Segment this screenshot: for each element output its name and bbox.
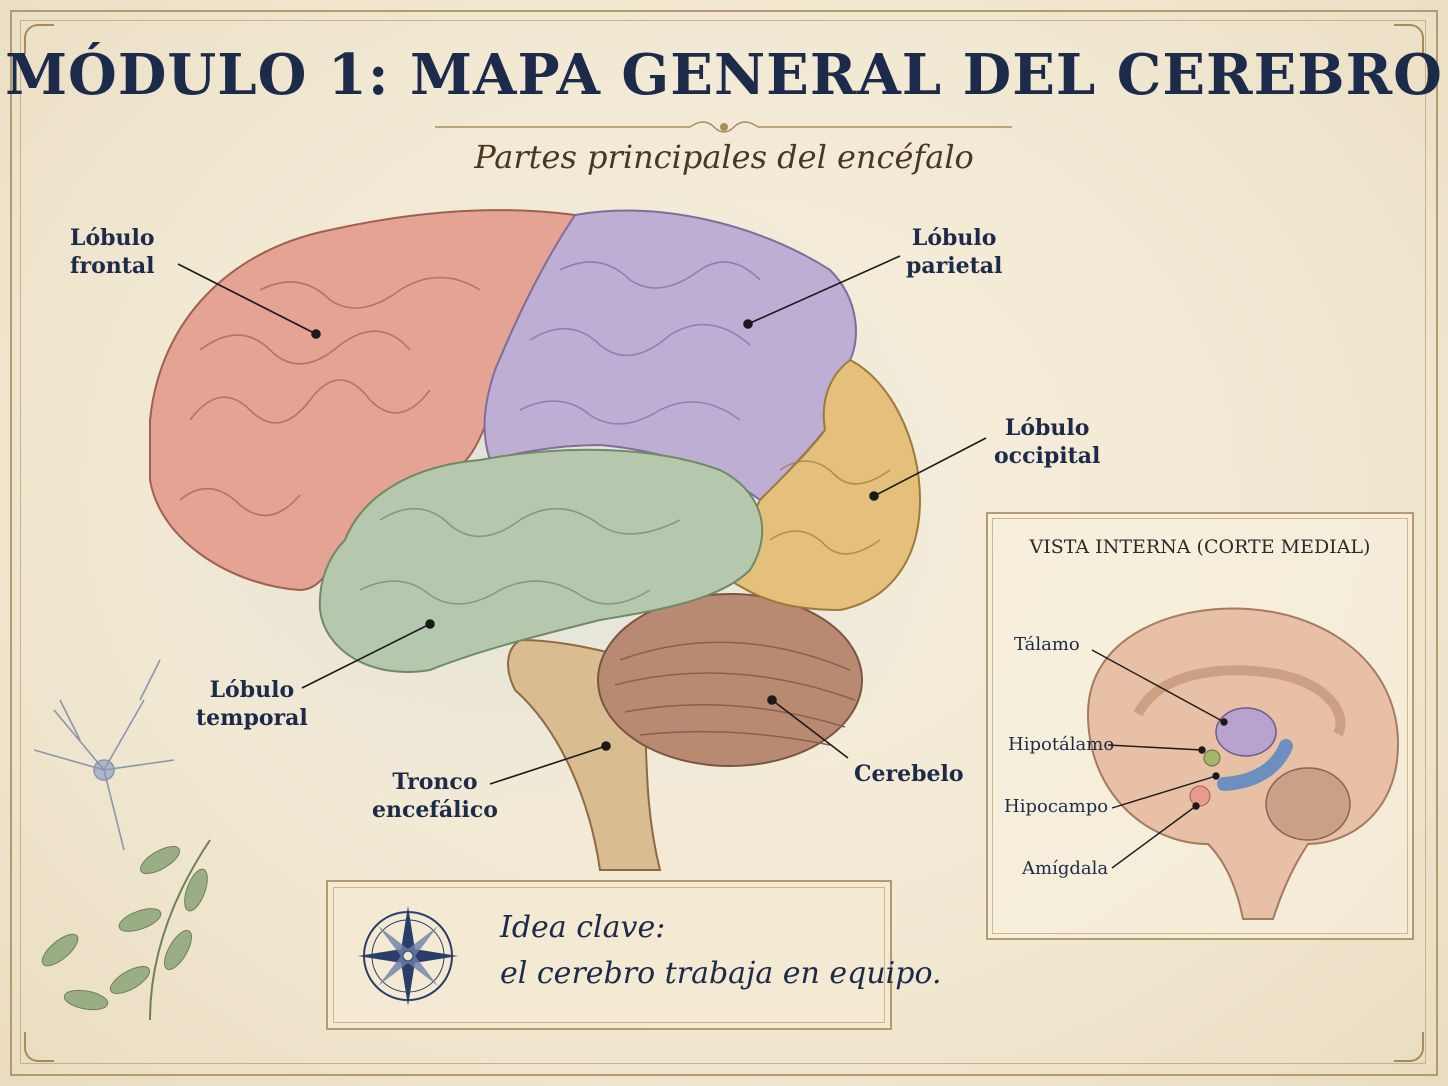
key-idea-box: Idea clave: el cerebro trabaja en equipo… <box>326 880 942 1030</box>
thalamus-shape <box>1215 707 1277 757</box>
compass-rose-icon <box>358 906 458 1006</box>
medial-cortex <box>1086 607 1400 920</box>
leaves-decoration <box>41 839 211 1021</box>
label-hippocampus: Hipocampo <box>1004 796 1109 817</box>
corner-ornament <box>1394 1032 1424 1062</box>
cerebellum-region <box>597 593 863 767</box>
amygdala-shape <box>1189 785 1211 807</box>
label-hypothalamus: Hipotálamo <box>1008 734 1115 755</box>
medial-cerebellum <box>1265 767 1351 841</box>
title-divider <box>435 121 1012 133</box>
key-idea-text: el cerebro trabaja en equipo. <box>500 956 942 991</box>
page-title: MÓDULO 1: MAPA GENERAL DEL CEREBRO <box>5 42 1443 108</box>
cerebellum-folds <box>614 641 856 746</box>
occipital-lobe-region <box>728 358 922 612</box>
outer-frame <box>10 10 1438 1076</box>
inset-title: VISTA INTERNA (CORTE MEDIAL) <box>1029 536 1371 558</box>
hypothalamus-shape <box>1203 749 1221 767</box>
corner-ornament <box>24 24 54 54</box>
medial-brain-illustration <box>1086 607 1400 920</box>
temporal-lobe-region <box>318 448 764 673</box>
leader-lines <box>177 255 987 785</box>
corner-ornament <box>24 1032 54 1062</box>
label-thalamus: Tálamo <box>1014 634 1080 655</box>
label-cerebellum: Cerebelo <box>854 761 964 787</box>
label-amygdala: Amígdala <box>1022 858 1109 879</box>
neuron-decoration <box>33 659 175 851</box>
hippocampus-shape <box>1217 739 1293 791</box>
medial-view-inset: VISTA INTERNA (CORTE MEDIAL) Tálamo Hipo… <box>986 512 1414 940</box>
gyri-texture <box>179 261 891 605</box>
inset-leader-lines <box>1091 649 1228 869</box>
inner-frame <box>20 20 1426 1064</box>
key-idea-title: Idea clave: <box>500 910 666 945</box>
corner-ornament <box>1394 24 1424 54</box>
page-subtitle: Partes principales del encéfalo <box>474 138 974 176</box>
